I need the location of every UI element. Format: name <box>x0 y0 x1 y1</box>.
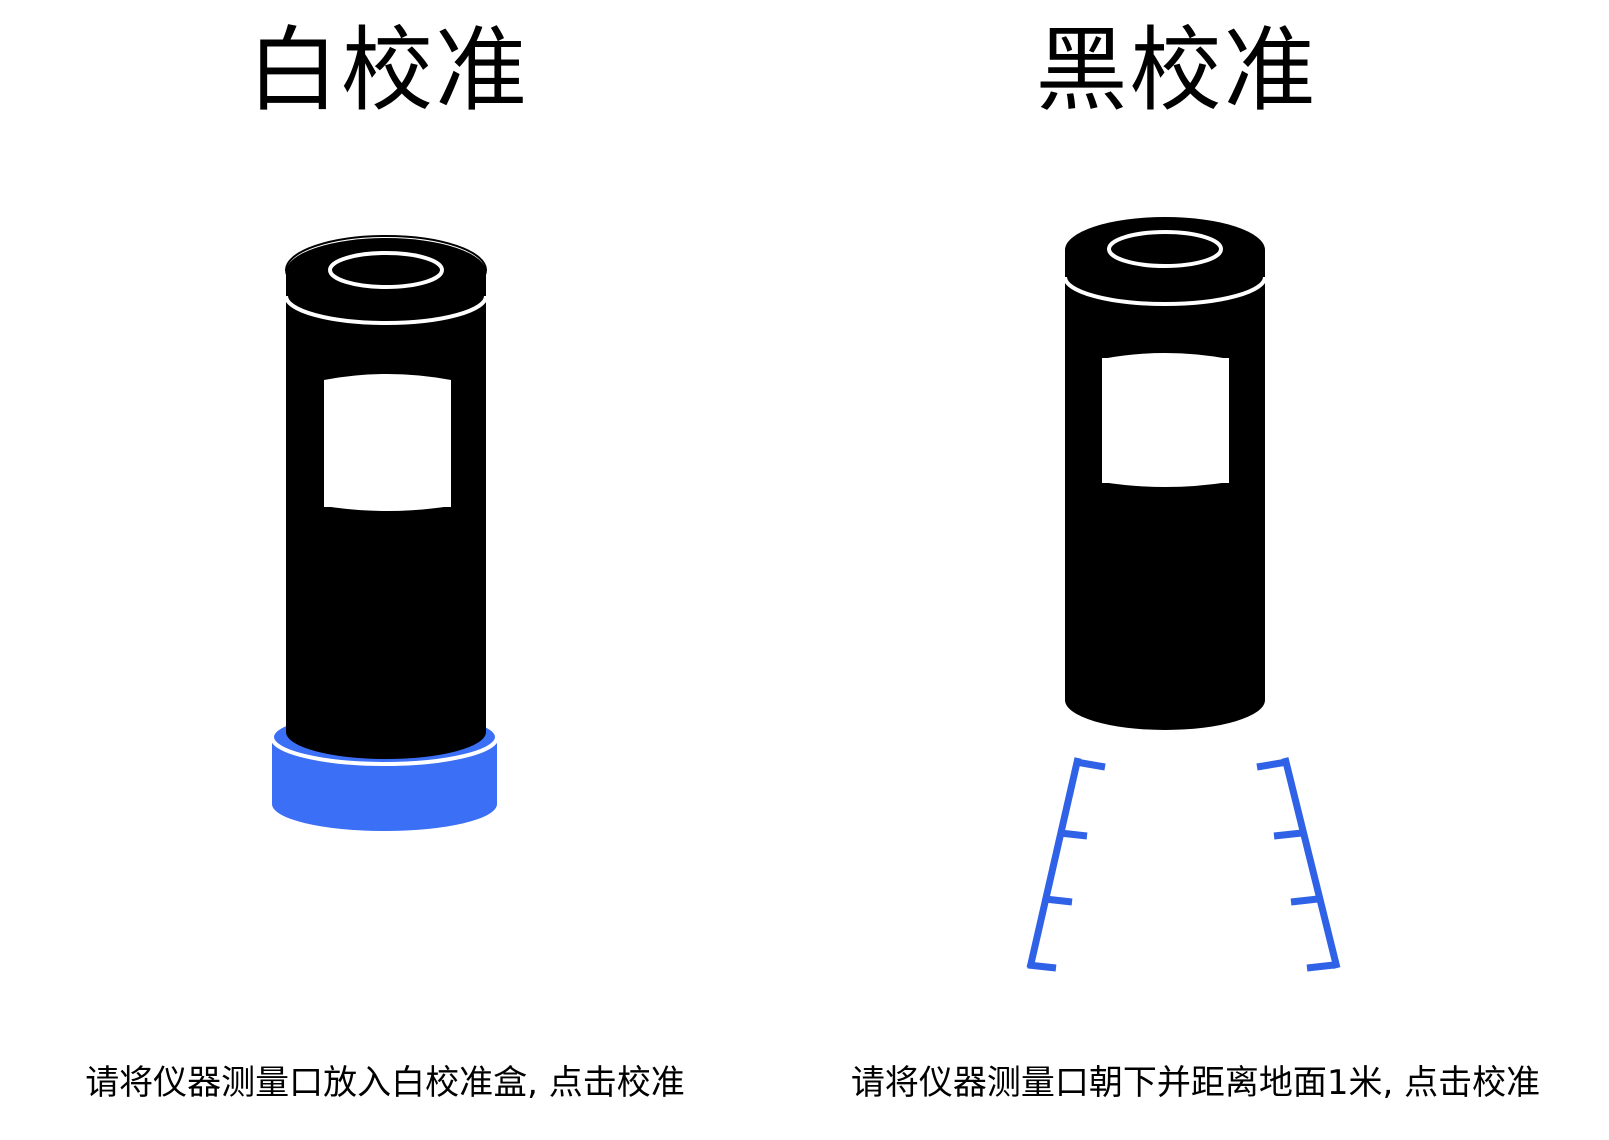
black-calibration-panel: 黑校准 请将仪器测量口朝下并距离地面1米 <box>800 0 1609 1140</box>
black-calibration-title: 黑校准 <box>1035 17 1318 124</box>
instrument-icon <box>1063 217 1267 730</box>
white-calibration-instruction: 请将仪器测量口放入白校准盒, 点击校准 <box>85 1063 685 1103</box>
black-calibration-illustration <box>1026 217 1341 972</box>
distance-ruler-icon <box>1026 757 1341 972</box>
white-calibration-panel: 白校准 请将仪器测量口放入白校准盒, 点击校准 <box>0 0 800 1140</box>
white-calibration-title: 白校准 <box>246 17 529 124</box>
instrument-icon <box>284 235 488 759</box>
black-calibration-instruction: 请将仪器测量口朝下并距离地面1米, 点击校准 <box>850 1063 1541 1103</box>
white-calibration-illustration <box>270 235 499 831</box>
